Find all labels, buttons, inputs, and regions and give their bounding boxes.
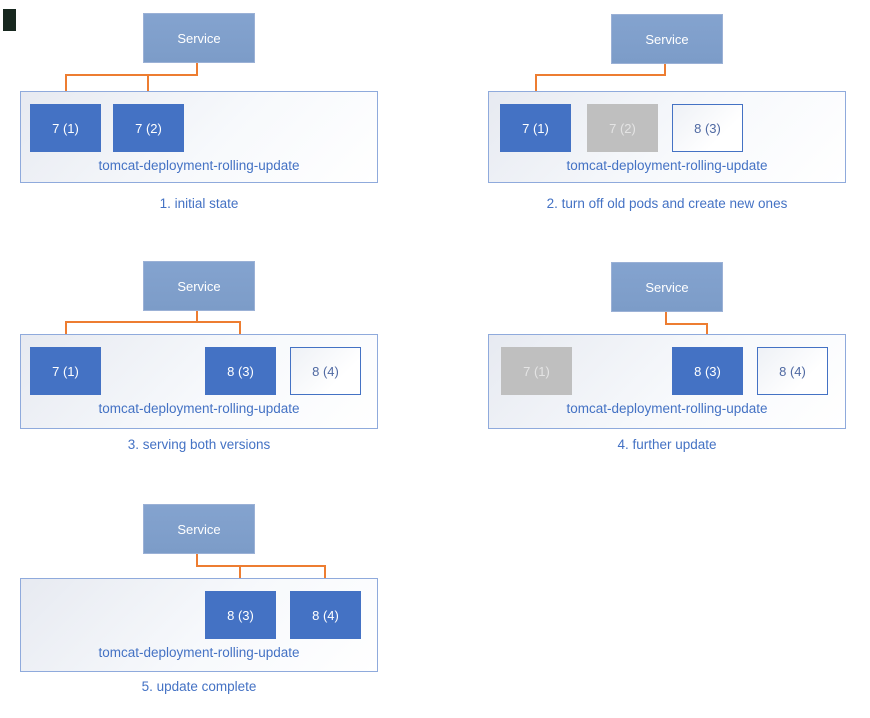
pod: 8 (3) <box>672 347 743 395</box>
pod: 7 (1) <box>30 347 101 395</box>
pod: 8 (4) <box>290 591 361 639</box>
panel-caption: 1. initial state <box>159 196 239 211</box>
pod-terminated: 7 (1) <box>501 347 572 395</box>
arrow-line <box>706 323 708 336</box>
arrow-line <box>196 63 198 75</box>
arrow-line <box>239 321 241 336</box>
arrow-line <box>665 312 667 325</box>
arrow-line <box>239 565 241 580</box>
service-box: Service <box>143 504 255 554</box>
deployment-label: tomcat-deployment-rolling-update <box>566 158 768 173</box>
arrow-line <box>324 565 326 580</box>
deployment-label: tomcat-deployment-rolling-update <box>98 401 300 416</box>
deployment-label: tomcat-deployment-rolling-update <box>98 645 300 660</box>
arrow-line <box>196 554 198 567</box>
arrow-line <box>147 74 149 93</box>
service-box: Service <box>611 14 723 64</box>
pod-terminated: 7 (2) <box>587 104 658 152</box>
arrow-line <box>65 74 198 76</box>
deployment-label: tomcat-deployment-rolling-update <box>566 401 768 416</box>
arrow-line <box>535 74 537 93</box>
arrow-line <box>65 321 67 336</box>
panel-caption: 4. further update <box>617 437 717 452</box>
pod: 8 (3) <box>205 347 276 395</box>
arrow-line <box>196 565 326 567</box>
deployment-label: tomcat-deployment-rolling-update <box>98 158 300 173</box>
arrow-line <box>664 64 666 76</box>
pod: 7 (1) <box>500 104 571 152</box>
pod: 7 (1) <box>30 104 101 152</box>
service-box: Service <box>143 261 255 311</box>
service-box: Service <box>611 262 723 312</box>
arrow-line <box>665 323 708 325</box>
service-box: Service <box>143 13 255 63</box>
pod-pending: 8 (3) <box>672 104 743 152</box>
panel-caption: 5. update complete <box>141 679 257 694</box>
arrow-line <box>535 74 666 76</box>
panel-caption: 3. serving both versions <box>127 437 271 452</box>
arrow-line <box>196 311 198 323</box>
corner-mark <box>3 9 16 31</box>
arrow-line <box>65 321 241 323</box>
arrow-line <box>65 74 67 93</box>
pod: 8 (3) <box>205 591 276 639</box>
panel-caption: 2. turn off old pods and create new ones <box>546 196 788 211</box>
pod: 7 (2) <box>113 104 184 152</box>
pod-pending: 8 (4) <box>290 347 361 395</box>
pod-pending: 8 (4) <box>757 347 828 395</box>
